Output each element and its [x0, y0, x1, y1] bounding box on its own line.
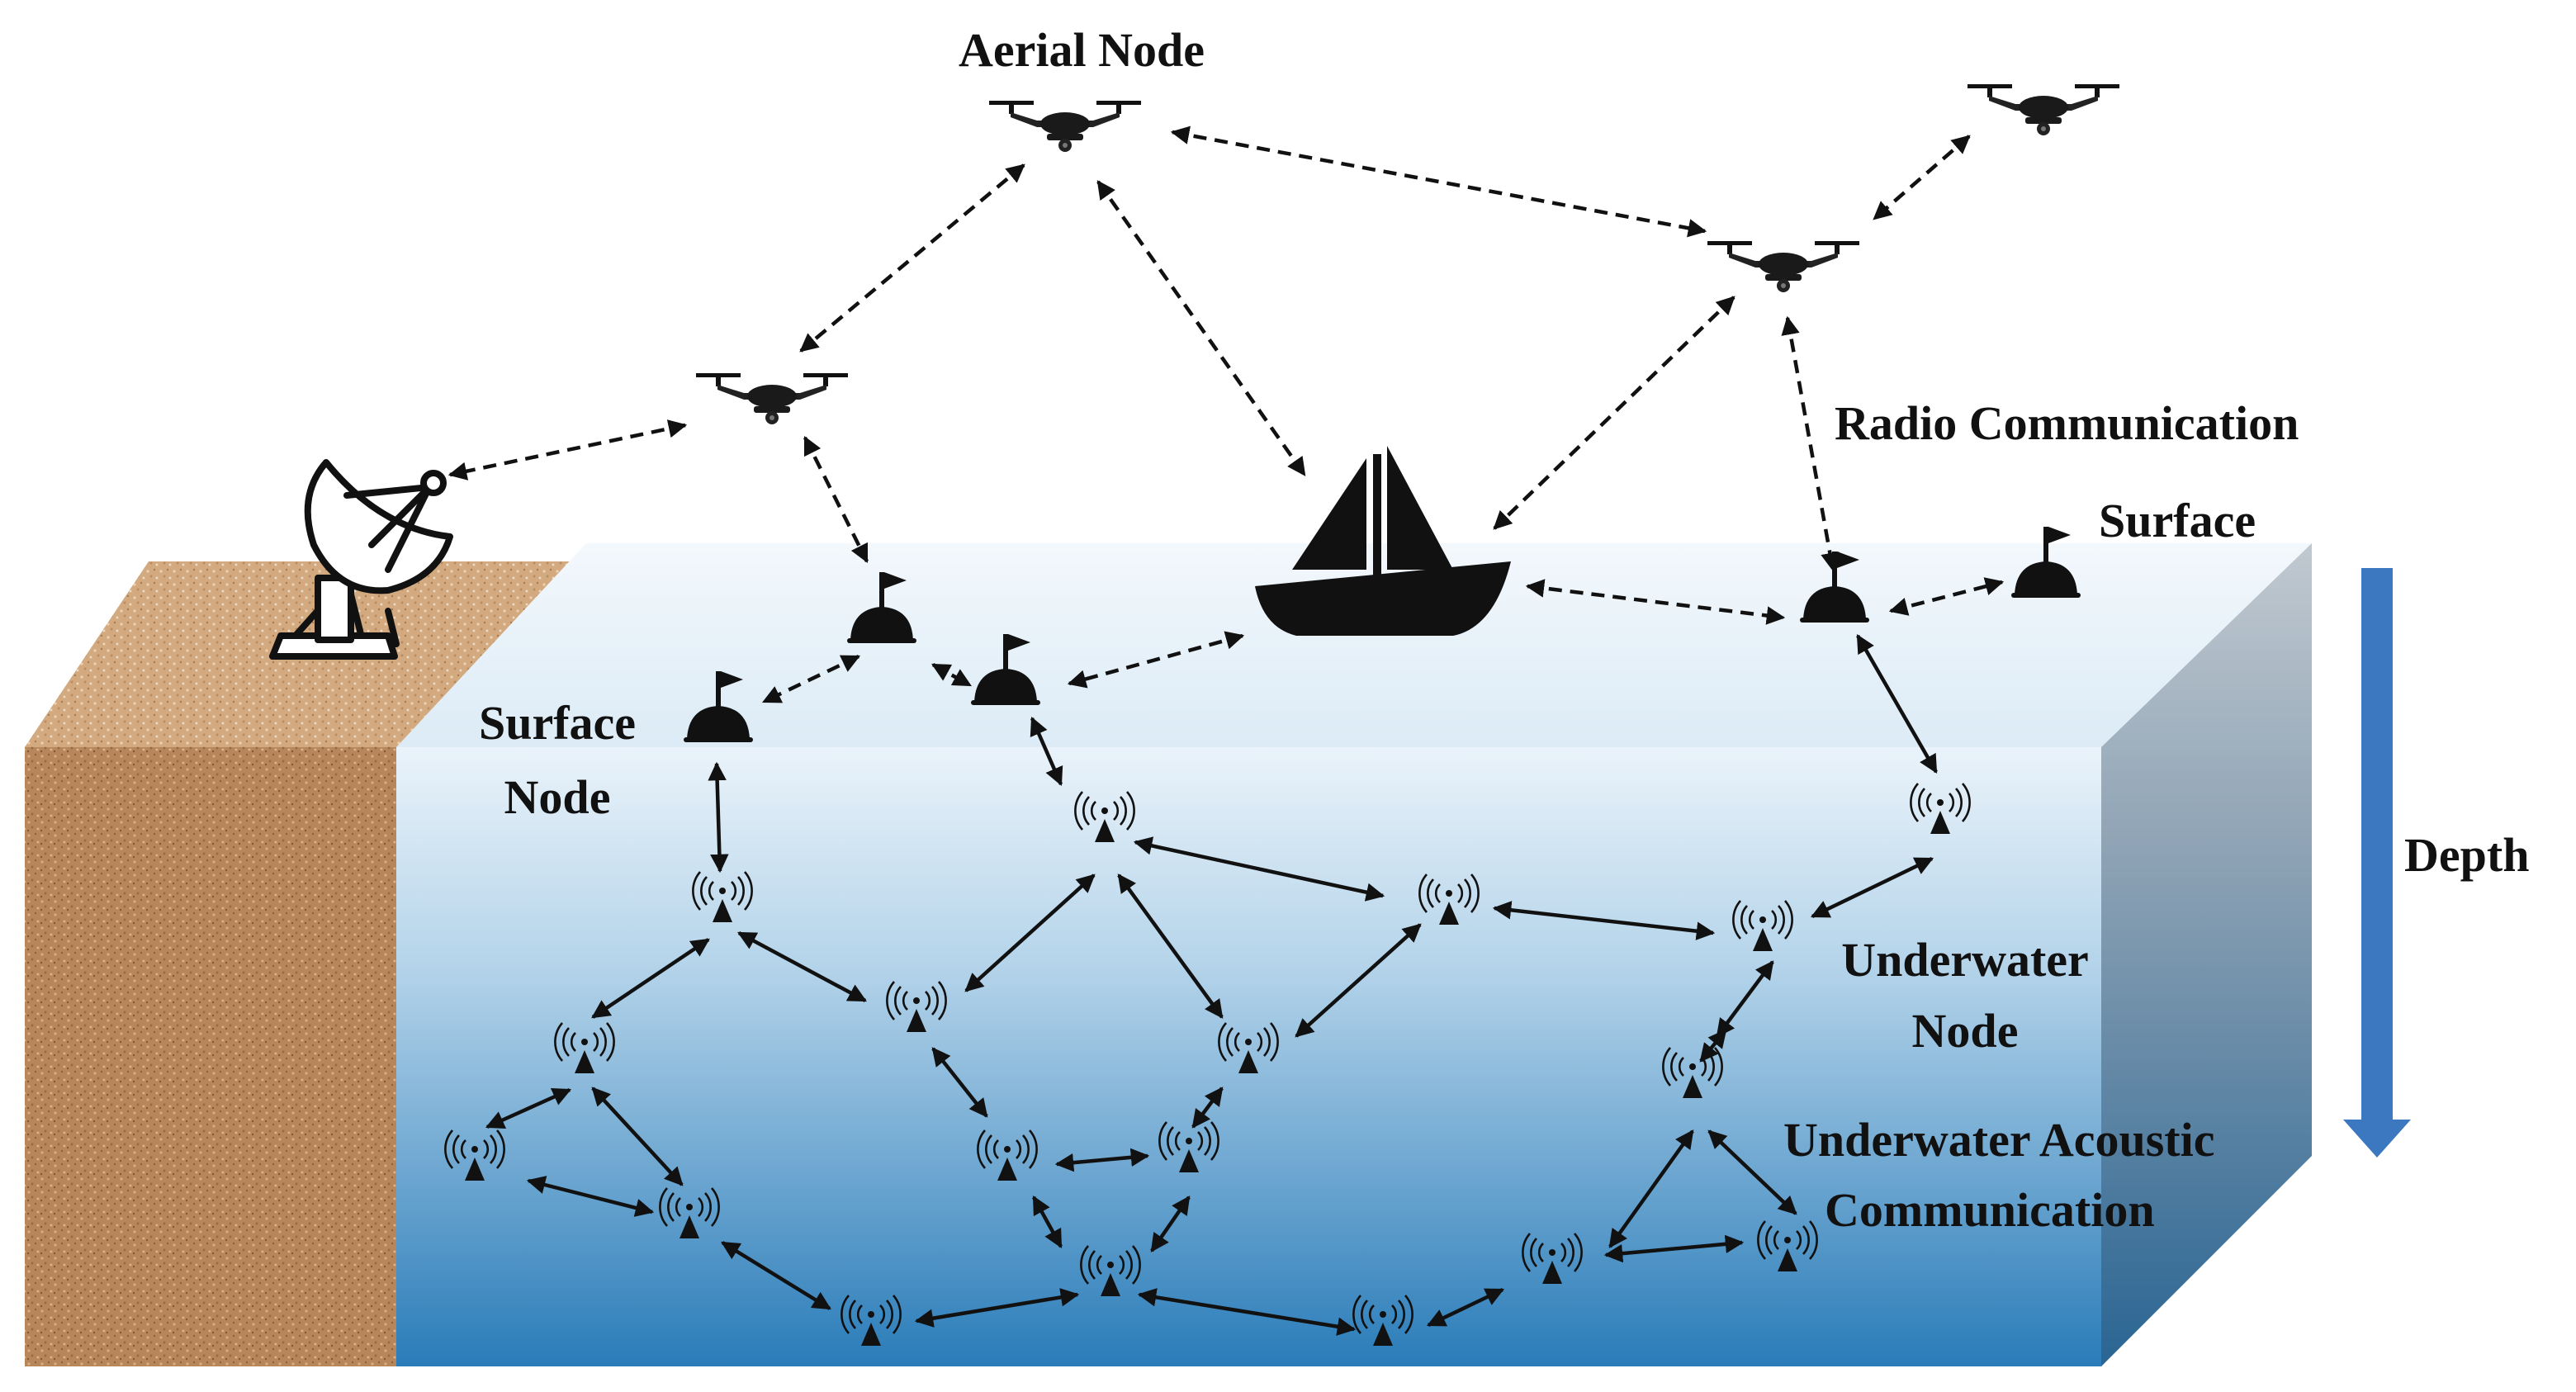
acoustic-link — [1054, 1148, 1150, 1172]
radio-link — [1493, 296, 1735, 530]
acoustic-link — [1137, 1288, 1357, 1336]
radio-link — [447, 419, 688, 481]
surface-node-label-line1: Surface — [479, 696, 636, 750]
acoustic-link — [964, 874, 1096, 992]
acoustic-link — [1707, 1129, 1797, 1215]
depth-label: Depth — [2404, 828, 2529, 882]
acoustic-link — [721, 1241, 831, 1310]
satellite-dish-icon — [269, 459, 453, 660]
drone-icon — [989, 101, 1141, 152]
acoustic-link — [485, 1087, 572, 1129]
radio-link — [1170, 125, 1707, 238]
underwater-node-label-line1: Underwater — [1841, 933, 2089, 987]
acoustic-link — [1295, 923, 1422, 1038]
radio-link — [1067, 631, 1245, 689]
acoustic-link — [1608, 1129, 1694, 1248]
acoustic-link — [1856, 634, 1938, 774]
drone-icon — [1968, 84, 2119, 135]
radio-link — [1873, 135, 1971, 220]
acoustic-link — [591, 938, 710, 1019]
acoustic-link — [737, 931, 867, 1002]
drone-icon — [696, 373, 848, 424]
acoustic-link — [1133, 836, 1385, 902]
acoustic-link — [1191, 1087, 1224, 1129]
radio-link — [1525, 579, 1786, 625]
acoustic-link — [1032, 1196, 1063, 1248]
underwater-node-label-line2: Node — [1912, 1004, 2019, 1058]
acoustic-link — [1117, 874, 1224, 1019]
depth-arrow — [2343, 568, 2411, 1158]
drone-icon — [1707, 241, 1859, 292]
radio-link — [761, 654, 861, 704]
aerial-nodes — [696, 84, 2119, 424]
radio-links — [447, 125, 2005, 704]
acoustic-link — [1492, 901, 1716, 940]
acoustic-link — [1603, 1234, 1745, 1263]
acoustic-link — [914, 1288, 1080, 1328]
acoustic-link — [1699, 1029, 1727, 1063]
acoustic-link — [1810, 856, 1934, 919]
acoustic-link — [708, 761, 729, 874]
acoustic-link — [1426, 1287, 1505, 1328]
acoustic-link — [1030, 716, 1063, 787]
radio-link — [1096, 180, 1306, 476]
acoustic-link — [526, 1176, 655, 1217]
acoustic-links — [485, 634, 1938, 1336]
radio-link — [803, 435, 869, 564]
aerial-node-label: Aerial Node — [959, 23, 1205, 77]
acoustic-communication-label-line2: Communication — [1825, 1183, 2155, 1237]
acoustic-link — [1150, 1196, 1191, 1252]
radio-link — [1888, 577, 2005, 616]
sailboat-icon — [1255, 446, 1511, 636]
acoustic-communication-label-line1: Underwater Acoustic — [1783, 1113, 2214, 1167]
radio-communication-label: Radio Communication — [1835, 396, 2299, 450]
radio-link — [1781, 315, 1840, 572]
acoustic-link — [931, 1047, 988, 1118]
surface-label: Surface — [2099, 494, 2256, 547]
surface-node-label-line2: Node — [504, 770, 611, 824]
acoustic-link — [591, 1087, 684, 1186]
radio-link — [931, 663, 972, 687]
radio-link — [799, 163, 1025, 353]
acoustic-link — [1716, 960, 1774, 1038]
